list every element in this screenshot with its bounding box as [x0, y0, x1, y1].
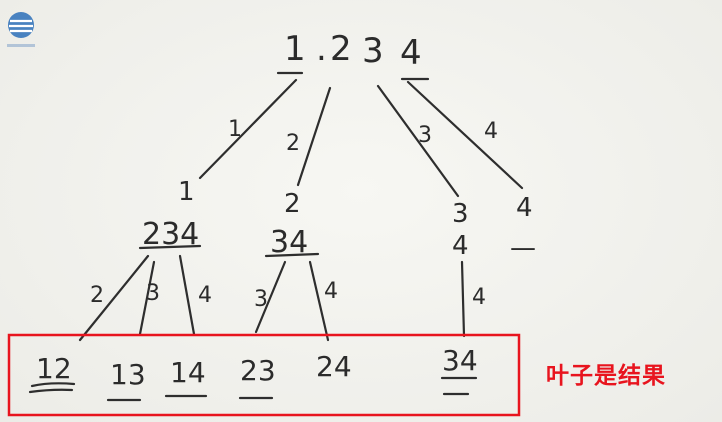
- watermark-logo-icon: [7, 12, 35, 47]
- leaf-24: 24: [316, 350, 352, 383]
- edge-label-n1-13: 3: [146, 281, 160, 306]
- leaves-highlight-box: [7, 333, 521, 417]
- root-digit-3: 3: [362, 31, 384, 71]
- edge-n3-34: [460, 260, 466, 338]
- leaf-12-underline: [30, 382, 76, 388]
- edge-label-n2-24: 4: [324, 279, 338, 304]
- edge-label-root-2: 2: [286, 131, 300, 156]
- edge-label-n2-23: 3: [254, 287, 268, 312]
- edge-label-n3-34: 4: [472, 285, 486, 310]
- leaf-34: 34: [442, 344, 478, 377]
- root-dot: .: [316, 29, 327, 69]
- node-1-label: 1: [178, 177, 195, 207]
- n2-underline: [264, 252, 320, 258]
- edge-root-1: [198, 78, 298, 180]
- node-2-label: 2: [284, 189, 301, 219]
- node-2-remaining: 34: [270, 225, 308, 260]
- node-4-remaining: —: [510, 233, 536, 263]
- n1-underline: [138, 244, 202, 250]
- node-1-remaining: 234: [142, 217, 199, 252]
- leaf-14: 14: [170, 356, 206, 389]
- leaf-23: 23: [240, 354, 276, 387]
- leaf-13: 13: [110, 358, 146, 391]
- edge-label-root-3: 3: [418, 123, 432, 148]
- root-digit-4: 4: [400, 33, 422, 73]
- root-digit-1: 1: [284, 29, 306, 69]
- edge-label-root-1: 1: [228, 117, 242, 142]
- caption-leaves-are-results: 叶子是结果: [546, 363, 666, 389]
- leaf-12-underline-2: [28, 388, 74, 394]
- edge-label-n1-12: 2: [90, 283, 104, 308]
- edge-root-4: [406, 80, 524, 190]
- edge-n1-14: [178, 254, 196, 336]
- edge-n1-13: [138, 260, 156, 336]
- edge-root-2: [296, 86, 332, 187]
- node-3-label: 3: [452, 199, 469, 229]
- edge-root-3: [376, 84, 460, 198]
- leaf-12: 12: [36, 352, 72, 385]
- node-3-remaining: 4: [452, 231, 469, 261]
- node-4-label: 4: [516, 193, 533, 223]
- edge-label-root-4: 4: [484, 119, 498, 144]
- edge-n2-24: [308, 260, 330, 342]
- edge-n2-23: [254, 260, 287, 334]
- edge-label-n1-14: 4: [198, 283, 212, 308]
- root-digit-2: 2: [330, 29, 352, 69]
- edge-n1-12: [78, 254, 150, 342]
